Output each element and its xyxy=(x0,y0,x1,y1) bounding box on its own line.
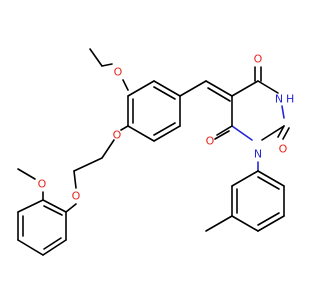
c5-c4-bond xyxy=(231,80,259,97)
ring-bond xyxy=(17,239,44,256)
ring-double-bond xyxy=(257,176,280,190)
ring-double-bond xyxy=(43,205,63,216)
c4-n3-bond xyxy=(257,80,279,94)
n3-c2-bond xyxy=(281,105,285,119)
ethylene-ether-chain xyxy=(65,125,129,213)
ch-c5-double-bond-inner xyxy=(207,87,231,102)
n1-c6-bond xyxy=(231,125,253,141)
ring-bond xyxy=(127,80,155,97)
ring-double-bond xyxy=(43,237,62,250)
molecule-structure-diagram: O O O O O O O N H N xyxy=(17,48,294,256)
o-ring-bond xyxy=(65,203,77,213)
ring-bond xyxy=(127,125,155,142)
methoxyphenyl-ring xyxy=(17,168,67,256)
ring-bond xyxy=(17,199,44,213)
ring-methyl-bond xyxy=(205,215,233,232)
methoxy-oxygen-label: O xyxy=(38,178,47,191)
chain-ether-oxygen-label: O xyxy=(72,190,81,203)
ch2-ch2-bond xyxy=(73,157,103,172)
ethoxy-group xyxy=(89,48,129,91)
ch-c5-double-bond xyxy=(205,80,233,97)
carbonyl-right-oxygen-label: O xyxy=(279,143,288,156)
o-ch2-bond xyxy=(101,139,115,159)
ring-bond xyxy=(153,125,181,142)
ring-bond xyxy=(42,239,67,256)
carbonyl-left-oxygen-label: O xyxy=(206,135,215,148)
c2-o-double-bond xyxy=(282,127,290,140)
ring-bond xyxy=(42,199,67,213)
o-ring-bond xyxy=(122,79,129,91)
carbonyl-top-oxygen-label: O xyxy=(254,53,263,66)
methylidene-linker xyxy=(179,80,233,102)
ring-bond xyxy=(231,215,259,232)
ring-o-bond xyxy=(120,125,129,131)
central-benzene-ring xyxy=(127,80,181,142)
ethoxy-oxygen-label: O xyxy=(114,66,123,79)
ring-ether-oxygen-label: O xyxy=(113,129,122,142)
ring-bond xyxy=(231,170,259,187)
ethyl-ch3-bond xyxy=(89,48,103,67)
ring-bond xyxy=(257,170,285,187)
ethyl-ch2-o-bond xyxy=(101,63,113,67)
ring-double-bond xyxy=(153,122,176,136)
c6-o-double-bond xyxy=(216,125,233,136)
imide-hydrogen-label: H xyxy=(286,93,294,106)
ring-double-bond xyxy=(153,86,176,100)
pyrimidinetrione-ring xyxy=(214,66,290,141)
c2-n1-bond xyxy=(261,125,285,141)
o-ch3-bond xyxy=(17,168,36,180)
m-tolyl-ring xyxy=(205,161,285,232)
ring-bond xyxy=(257,215,285,232)
c2-o-double-bond xyxy=(277,125,285,138)
ring-bond xyxy=(153,80,181,97)
ring-double-bond xyxy=(257,212,280,226)
ch2-o-bond xyxy=(73,170,77,189)
aryl-nitrogen-label: N xyxy=(254,148,262,161)
c6-o-double-bond xyxy=(214,130,230,140)
ring-ch-bond xyxy=(179,80,207,97)
imide-nitrogen-label: N xyxy=(275,93,283,106)
